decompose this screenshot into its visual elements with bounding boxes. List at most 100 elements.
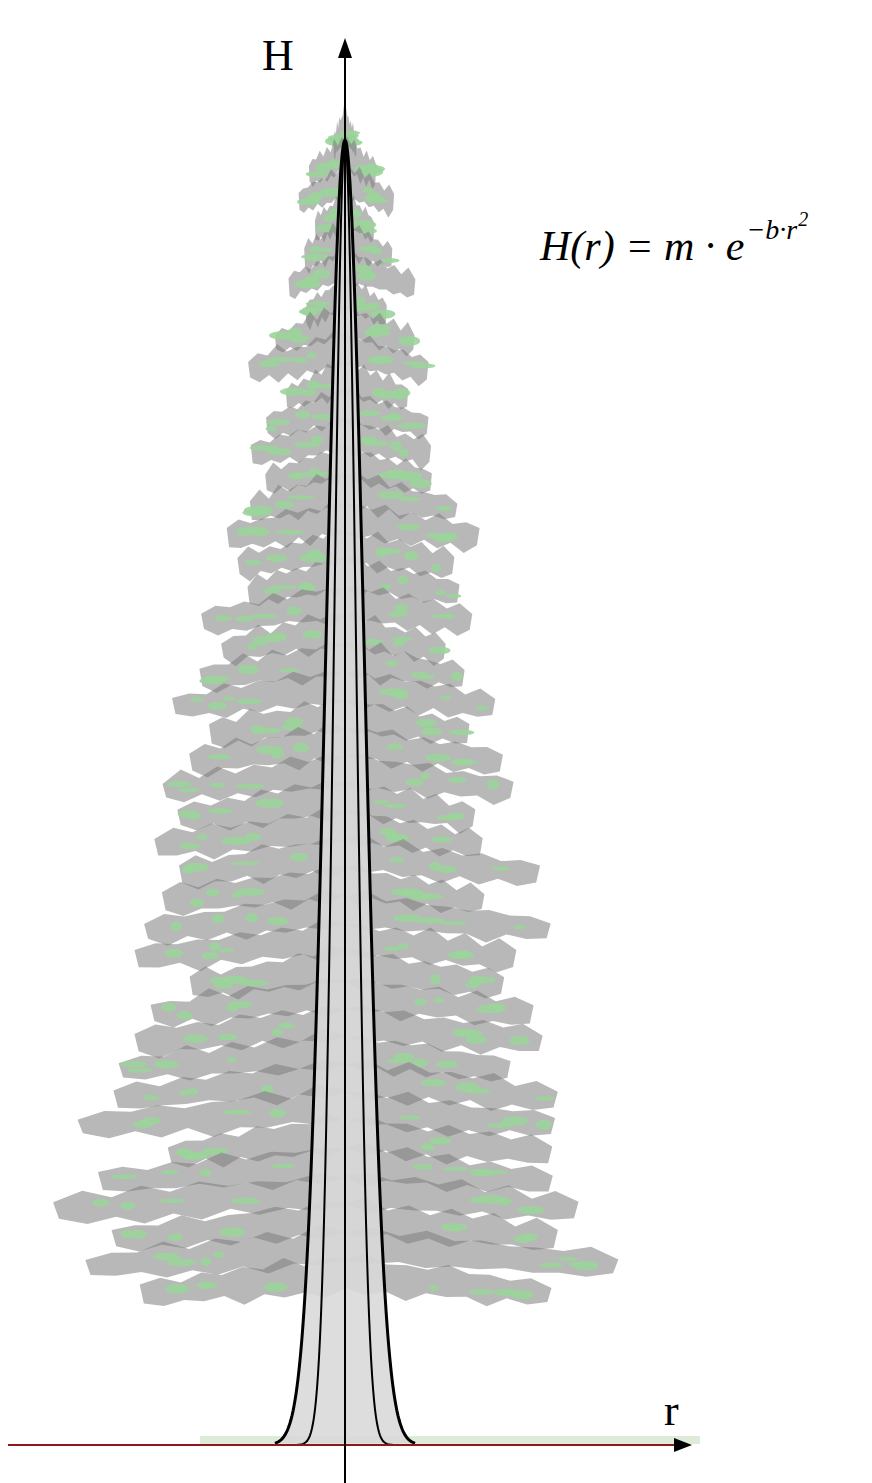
leaf-highlight xyxy=(201,1257,212,1266)
leaf-highlight xyxy=(535,1120,552,1130)
leaf-highlight xyxy=(436,815,462,820)
leaf-highlight xyxy=(271,1164,295,1169)
leaf-highlight xyxy=(290,853,308,862)
leaf-highlight xyxy=(384,470,409,480)
leaf-highlight xyxy=(236,784,264,789)
leaf-highlight xyxy=(167,781,192,787)
leaf-highlight xyxy=(443,1167,468,1171)
leaf-highlight xyxy=(392,637,412,642)
leaf-highlight xyxy=(196,834,208,840)
leaf-highlight xyxy=(402,888,423,897)
leaf-highlight xyxy=(295,411,311,419)
leaf-highlight xyxy=(513,925,526,930)
leaf-highlight xyxy=(435,590,446,595)
leaf-highlight xyxy=(431,564,442,572)
leaf-highlight xyxy=(222,976,249,984)
leaf-highlight xyxy=(129,1230,147,1239)
leaf-highlight xyxy=(295,357,307,363)
leaf-highlight xyxy=(255,798,284,808)
leaf-highlight xyxy=(184,863,208,872)
leaf-highlight xyxy=(487,780,500,790)
leaf-highlight xyxy=(398,576,409,585)
leaf-highlight xyxy=(360,246,375,252)
leaf-highlight xyxy=(187,1088,199,1095)
leaf-highlight xyxy=(250,527,269,536)
leaf-highlight xyxy=(446,594,461,598)
leaf-highlight xyxy=(209,942,221,951)
leaf-highlight xyxy=(448,777,467,783)
leaf-highlight xyxy=(250,614,277,619)
leaf-highlight xyxy=(207,754,231,760)
leaf-highlight xyxy=(280,387,308,395)
r-axis xyxy=(8,1444,685,1446)
leaf-highlight xyxy=(385,660,399,666)
leaf-highlight xyxy=(398,336,420,346)
leaf-highlight xyxy=(402,361,423,365)
leaf-highlight xyxy=(430,614,454,618)
leaf-highlight xyxy=(425,754,450,762)
leaf-highlight xyxy=(373,800,389,805)
leaf-highlight xyxy=(293,743,308,753)
leaf-highlight xyxy=(222,1110,252,1115)
leaf-highlight xyxy=(379,828,396,835)
leaf-highlight xyxy=(405,778,424,786)
leaf-highlight xyxy=(387,744,404,751)
leaf-highlight xyxy=(436,1061,458,1068)
label: r xyxy=(664,1385,679,1436)
leaf-highlight xyxy=(208,808,234,813)
leaf-highlight xyxy=(206,889,219,897)
leaf-highlight xyxy=(181,1152,208,1160)
leaf-highlight xyxy=(161,1003,176,1012)
leaf-highlight xyxy=(177,1011,193,1020)
leaf-highlight xyxy=(364,194,384,203)
leaf-highlight xyxy=(540,1263,563,1268)
leaf-highlight xyxy=(190,899,204,907)
leaf-highlight xyxy=(179,843,201,850)
leaf-highlight xyxy=(454,950,471,957)
leaf-highlight xyxy=(165,1284,190,1294)
leaf-highlight xyxy=(219,948,235,953)
leaf-highlight xyxy=(142,1095,159,1100)
leaf-highlight xyxy=(271,1028,283,1036)
leaf-highlight xyxy=(557,1257,578,1262)
leaf-highlight xyxy=(493,866,510,871)
leaf-highlight xyxy=(394,914,421,922)
leaf-highlight xyxy=(469,1169,495,1177)
leaf-highlight xyxy=(398,449,409,457)
leaf-highlight xyxy=(377,548,401,554)
leaf-highlight xyxy=(448,951,474,959)
label: 2 xyxy=(798,208,808,231)
leaf-highlight xyxy=(290,338,307,343)
leaf-highlight xyxy=(354,265,372,273)
leaf-highlight xyxy=(397,523,420,530)
leaf-highlight xyxy=(307,549,322,557)
leaf-highlight xyxy=(305,195,321,203)
leaf-highlight xyxy=(393,691,409,699)
leaf-highlight xyxy=(363,187,374,193)
leaf-highlight xyxy=(517,1206,545,1214)
leaf-highlight xyxy=(269,1108,286,1117)
arrowhead xyxy=(338,38,352,58)
leaf-highlight xyxy=(264,1282,288,1292)
leaf-highlight xyxy=(276,530,303,535)
leaf-highlight xyxy=(309,246,322,253)
leaf-highlight xyxy=(217,1034,238,1040)
leaf-highlight xyxy=(266,554,288,562)
leaf-highlight xyxy=(306,301,331,306)
leaf-highlight xyxy=(371,356,395,364)
leaf-highlight xyxy=(238,665,259,675)
leaf-highlight xyxy=(339,131,360,135)
leaf-highlight xyxy=(160,1199,185,1204)
leaf-highlight xyxy=(278,1023,295,1029)
leaf-highlight xyxy=(120,1061,148,1067)
leaf-highlight xyxy=(223,696,235,701)
leaf-highlight xyxy=(378,391,398,399)
leaf-highlight xyxy=(267,917,289,925)
leaf-highlight xyxy=(287,495,315,499)
leaf-highlight xyxy=(153,1060,179,1068)
leaf-highlight xyxy=(509,1036,530,1045)
leaf-highlight xyxy=(204,675,230,681)
leaf-highlight xyxy=(271,751,284,758)
leaf-highlight xyxy=(384,804,406,809)
leaf-highlight xyxy=(190,697,204,702)
